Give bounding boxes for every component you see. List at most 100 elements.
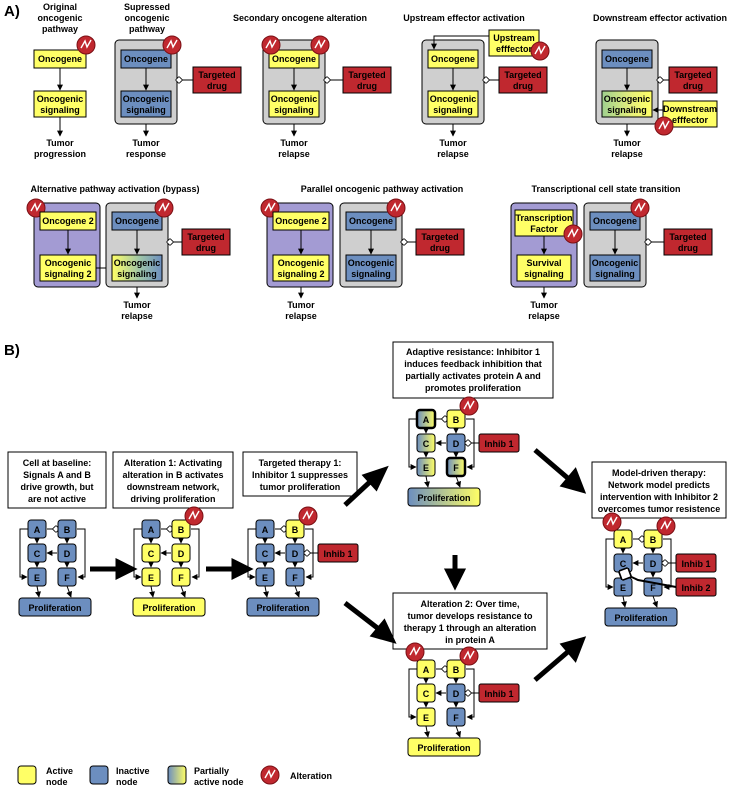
svg-text:Upstream: Upstream bbox=[493, 33, 535, 43]
section-transcriptional: Transcriptional cell state transition Tr… bbox=[510, 184, 713, 321]
section-secondary-alteration: Secondary oncogene alteration Oncogene O… bbox=[233, 13, 392, 159]
node-label: A bbox=[423, 665, 430, 675]
svg-text:Inhibitor 1 suppresses: Inhibitor 1 suppresses bbox=[252, 470, 348, 480]
node-a bbox=[27, 519, 47, 539]
svg-text:Supressed: Supressed bbox=[124, 2, 170, 12]
svg-text:Oncogene: Oncogene bbox=[115, 216, 159, 226]
proliferation-label: Proliferation bbox=[614, 613, 667, 623]
node-c bbox=[416, 683, 436, 703]
network-edge bbox=[247, 528, 256, 580]
node-c bbox=[255, 543, 275, 563]
svg-text:Tumor: Tumor bbox=[613, 138, 641, 148]
svg-text:Signals A and B: Signals A and B bbox=[23, 470, 91, 480]
svg-text:signaling: signaling bbox=[40, 105, 80, 115]
node-b bbox=[57, 519, 77, 539]
svg-text:Oncogene 2: Oncogene 2 bbox=[42, 216, 94, 226]
legend: Active node Inactive node Partially acti… bbox=[17, 765, 332, 787]
svg-text:Alteration: Alteration bbox=[290, 771, 332, 781]
svg-text:Active: Active bbox=[46, 766, 73, 776]
node-c bbox=[141, 543, 161, 563]
section-title: Original bbox=[43, 2, 77, 12]
node-label: B bbox=[453, 415, 460, 425]
alteration-icon bbox=[261, 35, 281, 55]
svg-text:Cell at baseline:: Cell at baseline: bbox=[23, 458, 92, 468]
proliferation-node bbox=[132, 597, 206, 617]
svg-text:drug: drug bbox=[678, 243, 698, 253]
svg-text:downstream network,: downstream network, bbox=[127, 482, 220, 492]
node-label: F bbox=[650, 583, 656, 593]
svg-text:partially activates protein A: partially activates protein A and bbox=[405, 371, 540, 381]
node-a bbox=[416, 659, 436, 679]
alteration-icon bbox=[184, 506, 204, 526]
svg-text:drug: drug bbox=[196, 243, 216, 253]
node-label: F bbox=[453, 463, 459, 473]
svg-text:Oncogenic: Oncogenic bbox=[278, 258, 325, 268]
node-label: E bbox=[148, 573, 154, 583]
alteration-icon bbox=[298, 506, 318, 526]
proliferation-label: Proliferation bbox=[417, 743, 470, 753]
network-edge bbox=[621, 595, 627, 608]
signaling-node bbox=[589, 254, 641, 282]
svg-text:relapse: relapse bbox=[611, 149, 643, 159]
node-b bbox=[285, 519, 305, 539]
svg-text:Targeted therapy 1:: Targeted therapy 1: bbox=[259, 458, 342, 468]
svg-text:Secondary oncogene alteration: Secondary oncogene alteration bbox=[233, 13, 367, 23]
legend-inactive-swatch bbox=[89, 765, 109, 785]
signaling-node bbox=[268, 90, 320, 118]
svg-text:Oncogene: Oncogene bbox=[124, 54, 168, 64]
svg-text:Parallel oncogenic pathway act: Parallel oncogenic pathway activation bbox=[301, 184, 464, 194]
node-label: F bbox=[453, 713, 459, 723]
svg-text:Alteration 1: Activating: Alteration 1: Activating bbox=[124, 458, 222, 468]
svg-text:signaling 2: signaling 2 bbox=[44, 269, 91, 279]
targeted-drug bbox=[192, 66, 242, 94]
network-edge bbox=[652, 595, 658, 608]
svg-text:Oncogene: Oncogene bbox=[272, 54, 316, 64]
svg-text:Targeted: Targeted bbox=[198, 70, 235, 80]
svg-text:Tumor: Tumor bbox=[280, 138, 308, 148]
proliferation-label: Proliferation bbox=[142, 603, 195, 613]
inhibitor-1-label: Inhib 1 bbox=[485, 439, 514, 449]
section-title: oncogenic bbox=[37, 13, 82, 23]
caption-alteration-1: Alteration 1: Activating alteration in B… bbox=[112, 451, 234, 509]
node-label: D bbox=[650, 559, 657, 569]
svg-text:Oncogenic: Oncogenic bbox=[114, 258, 161, 268]
svg-text:Factor: Factor bbox=[530, 224, 558, 234]
svg-text:intervention with Inhibitor 2: intervention with Inhibitor 2 bbox=[600, 492, 718, 502]
node-f bbox=[57, 567, 77, 587]
svg-text:drug: drug bbox=[430, 243, 450, 253]
svg-text:drug: drug bbox=[683, 81, 703, 91]
network-edge bbox=[191, 528, 200, 580]
alteration-icon bbox=[386, 198, 406, 218]
svg-text:Targeted: Targeted bbox=[348, 70, 385, 80]
svg-text:signaling: signaling bbox=[595, 269, 635, 279]
section-parallel: Parallel oncogenic pathway activation On… bbox=[260, 184, 465, 321]
caption-model-therapy: Model-driven therapy: Network model pred… bbox=[591, 461, 727, 519]
svg-text:oncogenic: oncogenic bbox=[124, 13, 169, 23]
node-label: B bbox=[178, 525, 185, 535]
svg-text:Alteration 2: Over time,: Alteration 2: Over time, bbox=[420, 599, 519, 609]
node-b bbox=[643, 529, 663, 549]
svg-text:Oncogenic: Oncogenic bbox=[592, 258, 639, 268]
svg-text:node: node bbox=[46, 777, 68, 787]
network-edge bbox=[625, 574, 677, 588]
node-label: B bbox=[292, 525, 299, 535]
node-label: F bbox=[292, 573, 298, 583]
node-label: D bbox=[64, 549, 71, 559]
panel-a-label: A) bbox=[4, 3, 20, 20]
svg-text:drug: drug bbox=[513, 81, 533, 91]
proliferation-node bbox=[604, 607, 678, 627]
svg-text:Oncogenic: Oncogenic bbox=[45, 258, 92, 268]
node-c bbox=[27, 543, 47, 563]
svg-text:Targeted: Targeted bbox=[669, 232, 706, 242]
node-label: E bbox=[620, 583, 626, 593]
network-edge bbox=[294, 585, 300, 598]
signaling-node bbox=[601, 90, 653, 118]
svg-text:Oncogenic: Oncogenic bbox=[123, 94, 170, 104]
svg-text:signaling: signaling bbox=[607, 105, 647, 115]
svg-text:pathway: pathway bbox=[129, 24, 165, 34]
svg-text:driving proliferation: driving proliferation bbox=[130, 494, 215, 504]
